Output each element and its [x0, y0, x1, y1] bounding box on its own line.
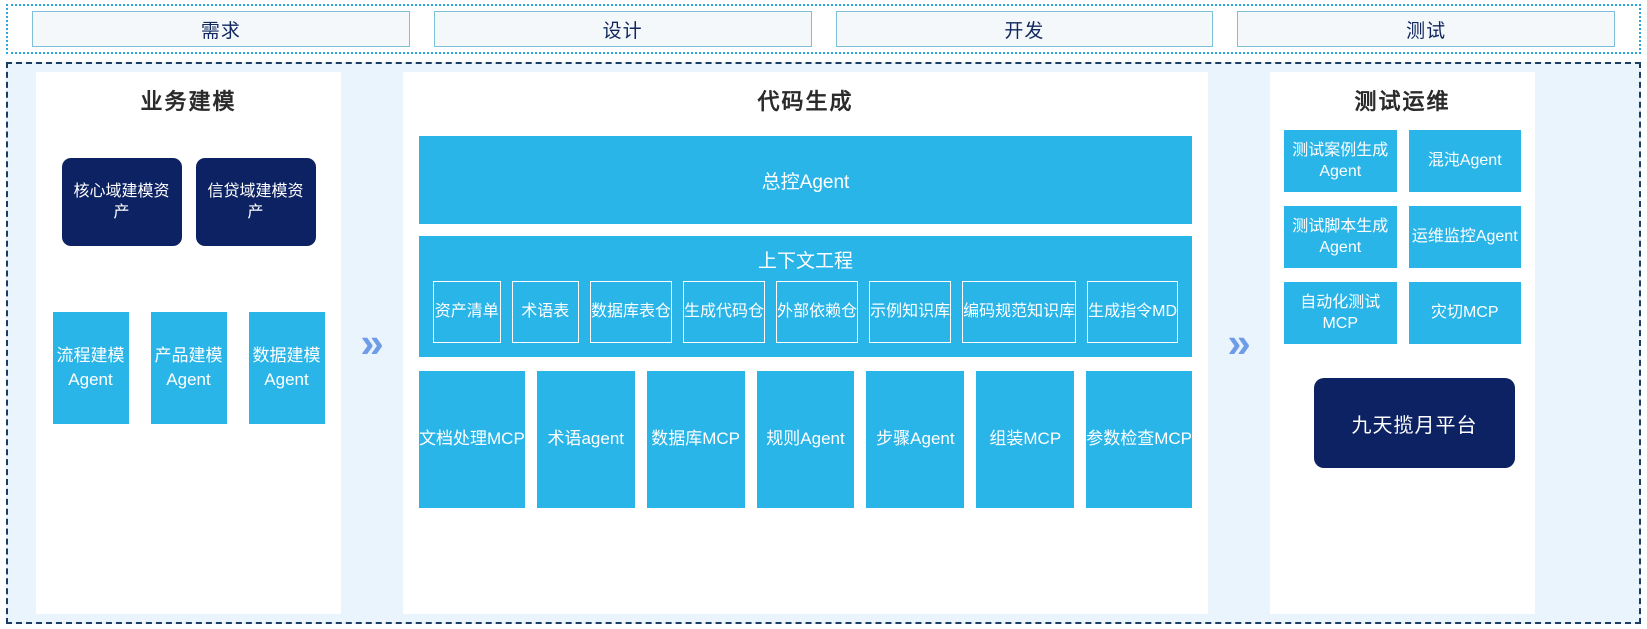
context-cell-coding-standard-knowledge-base[interactable]: 编码规范知识库 — [962, 281, 1077, 344]
ops-box-automated-test-mcp[interactable]: 自动化测试MCP — [1284, 282, 1397, 345]
code-generation-body: 总控Agent 上下文工程 资产清单 术语表 数据库表仓 生成代码仓 外部依赖仓… — [403, 114, 1208, 509]
context-cell-glossary[interactable]: 术语表 — [511, 281, 580, 344]
asset-box-credit-domain[interactable]: 信贷域建模资产 — [195, 158, 316, 247]
tool-box-parameter-check-mcp[interactable]: 参数检查MCP — [1086, 371, 1193, 509]
phase-box-requirements[interactable]: 需求 — [32, 11, 410, 47]
phase-box-design[interactable]: 设计 — [433, 11, 812, 47]
chevron-right-icon-2: » — [1227, 319, 1251, 366]
tool-box-glossary-agent[interactable]: 术语agent — [536, 371, 635, 509]
context-cell-generated-code-repo[interactable]: 生成代码仓 — [683, 281, 766, 344]
tool-box-document-processing-mcp[interactable]: 文档处理MCP — [419, 371, 525, 509]
agent-box-process-modeling[interactable]: 流程建模Agent — [52, 312, 129, 425]
panel-business-modeling: 业务建模 核心域建模资产 信贷域建模资产 流程建模Agent 产品建模Agent… — [36, 72, 341, 614]
context-cell-asset-list[interactable]: 资产清单 — [433, 281, 501, 344]
context-cell-db-table-repo[interactable]: 数据库表仓 — [590, 281, 673, 344]
context-cell-example-knowledge-base[interactable]: 示例知识库 — [869, 281, 952, 344]
master-agent-box[interactable]: 总控Agent — [419, 136, 1192, 225]
context-engineering-block: 上下文工程 资产清单 术语表 数据库表仓 生成代码仓 外部依赖仓 示例知识库 编… — [419, 236, 1192, 358]
phase-box-development[interactable]: 开发 — [835, 11, 1214, 47]
phase-strip: 需求 设计 开发 测试 — [6, 4, 1641, 54]
ops-box-operations-monitoring-agent[interactable]: 运维监控Agent — [1408, 206, 1521, 269]
context-engineering-row: 资产清单 术语表 数据库表仓 生成代码仓 外部依赖仓 示例知识库 编码规范知识库… — [433, 281, 1178, 344]
tool-box-step-agent[interactable]: 步骤Agent — [866, 371, 965, 509]
ops-box-chaos-agent[interactable]: 混沌Agent — [1408, 130, 1521, 193]
context-engineering-title: 上下文工程 — [757, 251, 853, 273]
panel-code-generation: 代码生成 总控Agent 上下文工程 资产清单 术语表 数据库表仓 生成代码仓 … — [403, 72, 1208, 614]
platform-box-jiutian-lanyue[interactable]: 九天揽月平台 — [1314, 378, 1515, 469]
context-cell-external-dependency-repo[interactable]: 外部依赖仓 — [776, 281, 859, 344]
business-agent-row: 流程建模Agent 产品建模Agent 数据建模Agent — [36, 312, 341, 425]
tool-box-assembly-mcp[interactable]: 组装MCP — [976, 371, 1075, 509]
panel-title-business-modeling: 业务建模 — [140, 89, 237, 114]
tool-box-database-mcp[interactable]: 数据库MCP — [646, 371, 745, 509]
test-operations-grid: 测试案例生成Agent 混沌Agent 测试脚本生成Agent 运维监控Agen… — [1284, 130, 1521, 345]
tool-box-rule-agent[interactable]: 规则Agent — [756, 371, 855, 509]
agent-box-product-modeling[interactable]: 产品建模Agent — [150, 312, 227, 425]
agent-box-data-modeling[interactable]: 数据建模Agent — [248, 312, 325, 425]
main-frame: 业务建模 核心域建模资产 信贷域建模资产 流程建模Agent 产品建模Agent… — [6, 62, 1641, 624]
chevron-right-icon-1: » — [360, 319, 384, 366]
ops-box-disaster-switch-mcp[interactable]: 灾切MCP — [1408, 282, 1521, 345]
context-cell-generation-instruction-md[interactable]: 生成指令MD — [1087, 281, 1178, 344]
panel-test-operations: 测试运维 测试案例生成Agent 混沌Agent 测试脚本生成Agent 运维监… — [1270, 72, 1535, 614]
phase-box-testing[interactable]: 测试 — [1237, 11, 1615, 47]
ops-box-test-script-generation-agent[interactable]: 测试脚本生成Agent — [1284, 206, 1397, 269]
panel-title-code-generation: 代码生成 — [757, 89, 854, 114]
ops-box-test-case-generation-agent[interactable]: 测试案例生成Agent — [1284, 130, 1397, 193]
asset-box-core-domain[interactable]: 核心域建模资产 — [61, 158, 182, 247]
code-generation-tools-row: 文档处理MCP 术语agent 数据库MCP 规则Agent 步骤Agent 组… — [419, 371, 1193, 509]
business-asset-row: 核心域建模资产 信贷域建模资产 — [36, 158, 341, 247]
panel-title-test-operations: 测试运维 — [1354, 89, 1451, 114]
test-operations-body: 测试案例生成Agent 混沌Agent 测试脚本生成Agent 运维监控Agen… — [1270, 114, 1535, 469]
